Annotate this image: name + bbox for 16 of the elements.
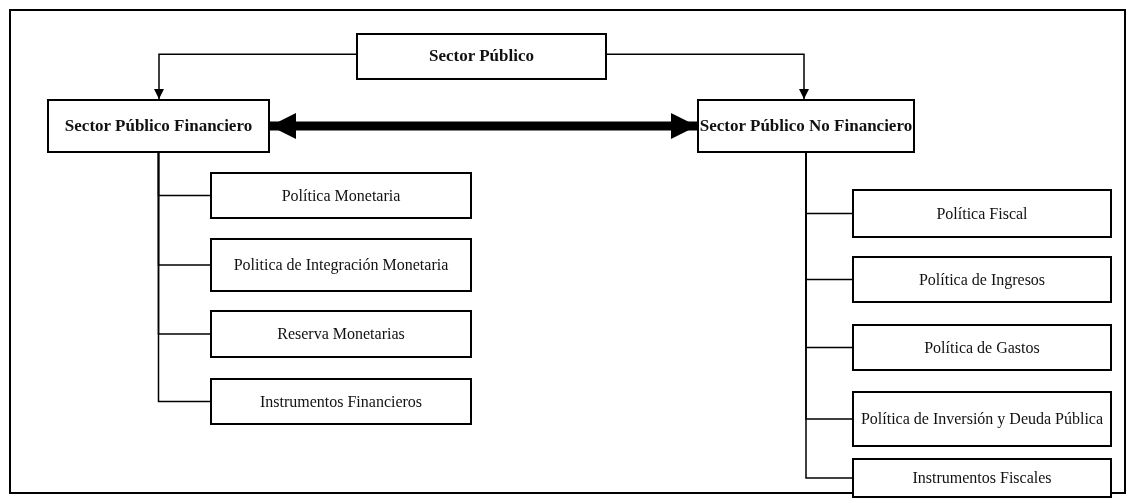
policy-box: Política de Ingresos	[852, 256, 1112, 303]
policy-box: Instrumentos Fiscales	[852, 458, 1112, 498]
policy-box: Política Fiscal	[852, 189, 1112, 238]
arrow	[154, 53, 357, 100]
policy-box: Instrumentos Financieros	[210, 378, 472, 425]
sector-box: Sector Público No Financiero	[697, 99, 915, 153]
policy-box: Reserva Monetarias	[210, 310, 472, 358]
sector-box: Sector Público Financiero	[47, 99, 270, 153]
arrow	[270, 113, 697, 139]
arrow	[606, 53, 809, 100]
sector-box: Sector Público	[356, 33, 607, 80]
policy-box: Política Monetaria	[210, 172, 472, 219]
policy-box: Politica de Integración Monetaria	[210, 238, 472, 292]
policy-box: Política de Gastos	[852, 324, 1112, 371]
connector-line	[157, 152, 211, 403]
policy-box: Política de Inversión y Deuda Pública	[852, 391, 1112, 447]
